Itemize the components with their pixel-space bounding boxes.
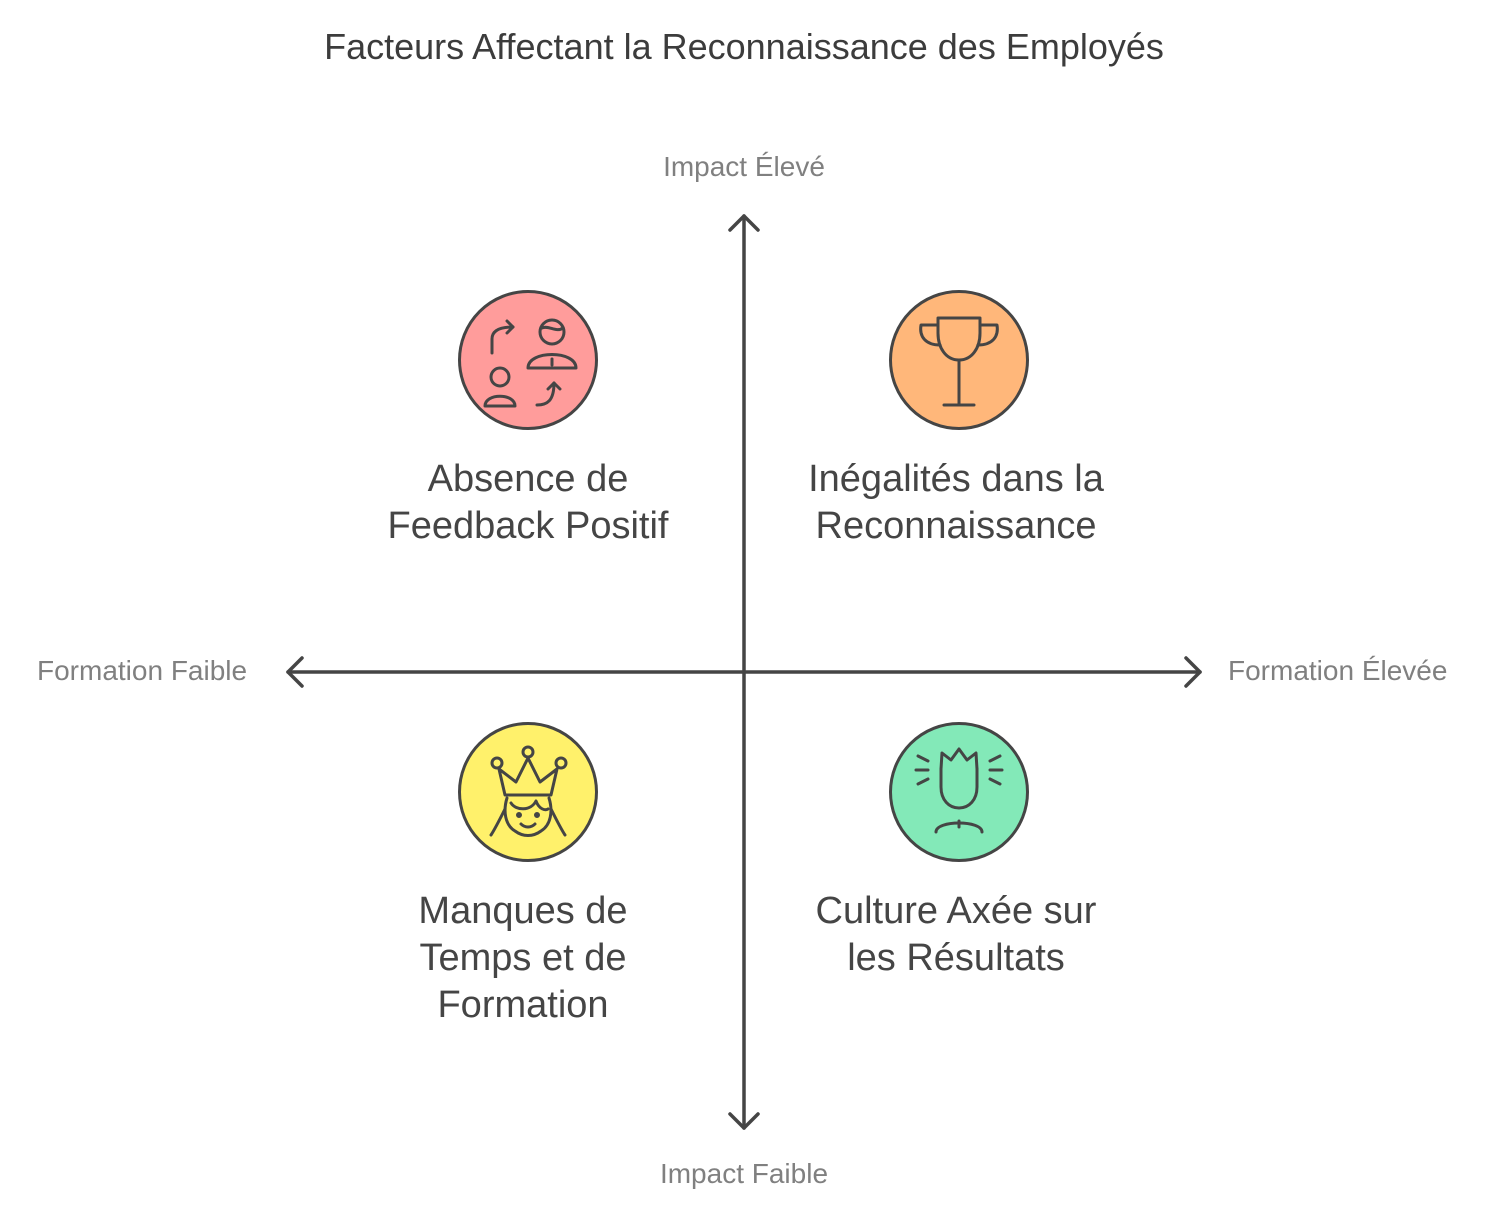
crowned-person-icon <box>458 722 598 862</box>
axis-label-right: Formation Élevée <box>1228 655 1448 686</box>
arrow-left <box>286 656 304 688</box>
axis-label-top: Impact Élevé <box>663 151 825 182</box>
arrow-down <box>728 1112 760 1130</box>
arrow-right <box>1184 656 1202 688</box>
label-line: Formation <box>437 984 609 1026</box>
quadrant-top-left-label: Absence de Feedback Positif <box>368 456 688 550</box>
quadrant-bottom-right-label: Culture Axée sur les Résultats <box>776 888 1136 982</box>
label-line: Manques de <box>418 890 628 932</box>
king-person-icon <box>889 722 1029 862</box>
axis-label-left: Formation Faible <box>37 655 248 686</box>
label-line: Temps et de <box>419 937 627 979</box>
axis-label-bottom: Impact Faible <box>659 1158 829 1189</box>
quadrant-bottom-left-label: Manques de Temps et de Formation <box>373 888 673 1029</box>
trophy-icon <box>889 290 1029 430</box>
quadrant-top-right-label: Inégalités dans la Reconnaissance <box>776 456 1136 550</box>
label-line: les Résultats <box>847 937 1065 979</box>
label-line: Absence de <box>427 458 629 500</box>
label-line: Culture Axée sur <box>815 890 1097 932</box>
label-line: Inégalités dans la <box>808 458 1104 500</box>
diagram-title: Facteurs Affectant la Reconnaissance des… <box>324 26 1164 67</box>
label-line: Feedback Positif <box>387 505 669 547</box>
label-line: Reconnaissance <box>815 505 1097 547</box>
feedback-exchange-icon <box>458 290 598 430</box>
arrow-up <box>728 214 760 232</box>
